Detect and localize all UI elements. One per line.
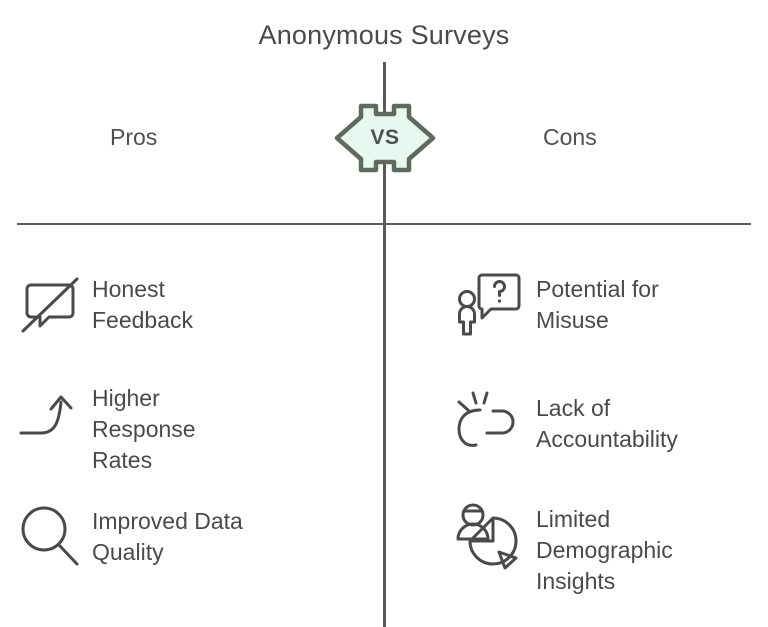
vs-label: VS [370, 126, 400, 149]
broken-link-icon [452, 387, 530, 459]
person-question-bubble-icon [452, 268, 530, 340]
horizontal-divider [17, 223, 751, 225]
pros-item-1-label: Honest Feedback [92, 276, 194, 333]
speech-bubble-slash-icon [14, 268, 86, 340]
cons-item-1-label: Potential for Misuse [536, 276, 659, 333]
page-title: Anonymous Surveys [258, 20, 510, 50]
cons-item-1: Potential for Misuse [452, 268, 762, 340]
cons-item-3-label: Limited Demographic Insights [536, 506, 673, 594]
magnifying-glass-icon [14, 500, 86, 572]
double-arrow-shape-icon [334, 103, 436, 173]
person-pie-chart-icon [452, 498, 530, 570]
cons-item-3: Limited Demographic Insights [452, 498, 762, 597]
pros-item-3: Improved Data Quality [14, 500, 354, 572]
vertical-divider [383, 62, 386, 627]
pros-item-2-label: Higher Response Rates [92, 385, 196, 473]
pros-heading: Pros [110, 124, 158, 150]
pros-item-2: Higher Response Rates [14, 377, 354, 476]
pros-item-1: Honest Feedback [14, 268, 354, 340]
cons-item-2-label: Lack of Accountability [536, 395, 678, 452]
growth-arrow-icon [14, 377, 86, 449]
cons-item-2: Lack of Accountability [452, 387, 762, 459]
pros-item-3-label: Improved Data Quality [92, 508, 243, 565]
cons-heading: Cons [543, 124, 597, 150]
vs-badge: VS [332, 99, 438, 177]
